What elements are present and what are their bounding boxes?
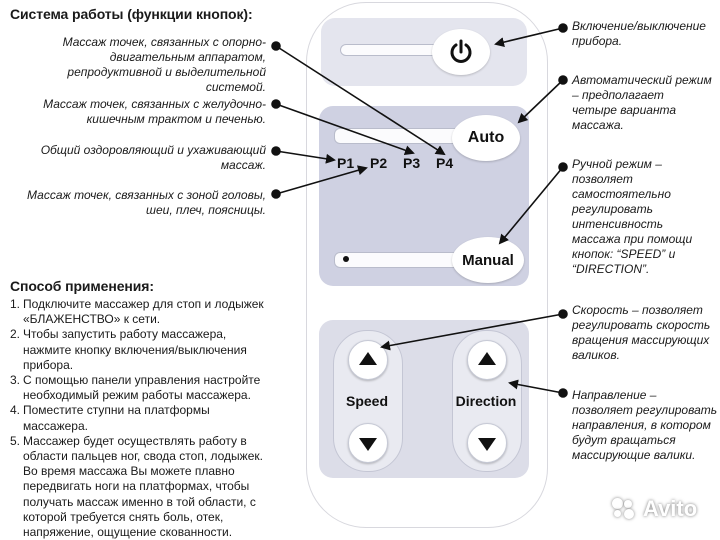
note-auto: Автоматический режим – предполагает четы…: [572, 73, 712, 132]
avito-watermark: Avito: [612, 496, 697, 522]
note-p2: Массаж точек, связанных с зоной головы, …: [27, 188, 266, 217]
program-p3[interactable]: P3: [403, 155, 421, 171]
direction-down-button[interactable]: [467, 423, 507, 463]
usage-steps: 1.Подключите массажер для стоп и лодыжек…: [10, 297, 272, 540]
speed-down-button[interactable]: [348, 423, 388, 463]
note-p1: Общий оздоровляющий и ухаживающий массаж…: [40, 143, 266, 172]
program-p2[interactable]: P2: [370, 155, 388, 171]
note-power: Включение/выключение прибора.: [572, 19, 706, 48]
note-speed: Скорость – позволяет регулировать скорос…: [572, 303, 711, 362]
triangle-up-icon: [478, 352, 496, 365]
note-manual: Ручной режим – позволяет самостоятельно …: [572, 157, 693, 276]
step-item: 3.С помощью панели управления настройте …: [10, 373, 261, 403]
avito-logo-icon: [612, 498, 638, 520]
triangle-down-icon: [359, 438, 377, 451]
manual-label: Manual: [462, 251, 514, 269]
note-p3: Массаж точек, связанных с желудочно-кише…: [43, 97, 266, 126]
power-button[interactable]: [432, 29, 490, 75]
speed-label: Speed: [345, 393, 388, 409]
program-p4[interactable]: P4: [436, 155, 454, 171]
functions-heading: Система работы (функции кнопок):: [10, 6, 253, 22]
note-direction: Направление – позволяет регулировать нап…: [572, 388, 718, 462]
usage-heading: Способ применения:: [10, 278, 154, 294]
note-p4: Массаж точек, связанных с опорно-двигате…: [62, 35, 266, 94]
direction-label: Direction: [455, 393, 517, 409]
step-item: 2.Чтобы запустить работу массажера, нажм…: [10, 327, 247, 372]
program-p1[interactable]: P1: [337, 155, 355, 171]
auto-label: Auto: [467, 129, 505, 146]
triangle-up-icon: [359, 352, 377, 365]
manual-indicator-dot: [343, 256, 349, 262]
step-item: 5.Массажер будет осуществлять работу в о…: [10, 433, 263, 540]
direction-up-button[interactable]: [467, 340, 507, 380]
manual-button[interactable]: Manual: [452, 237, 524, 283]
auto-button[interactable]: Auto: [452, 115, 520, 161]
step-item: 1.Подключите массажер для стоп и лодыжек…: [10, 297, 264, 327]
avito-wordmark: Avito: [643, 496, 698, 521]
triangle-down-icon: [478, 438, 496, 451]
power-icon: [450, 39, 472, 63]
step-item: 4.Поместите ступни на платформы массажер…: [10, 403, 210, 433]
